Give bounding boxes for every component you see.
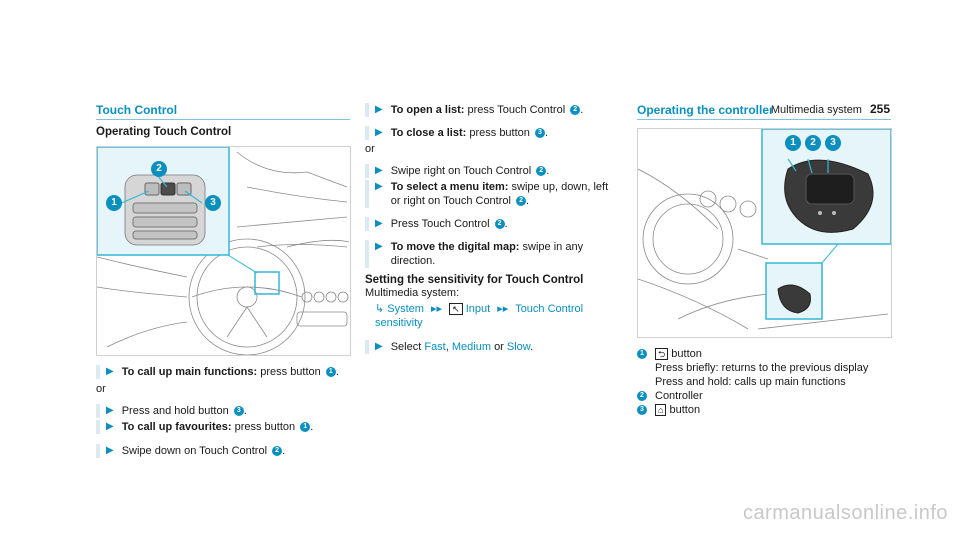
ref-badge: 3 [637, 405, 647, 415]
sensitivity-intro: Multimedia system: [365, 287, 460, 299]
menu-path: ↳ System ▸▸ ↖ Input ▸▸ Touch Control sen… [365, 302, 615, 330]
legend-line: Press and hold: calls up main functions [655, 376, 846, 388]
step-close-list: ▶ To close a list: press button 3. [365, 126, 615, 140]
ref-badge: 1 [325, 367, 336, 378]
step-swipe-down: ▶ Swipe down on Touch Control 2. [96, 444, 356, 458]
ref-badge: 1 [637, 349, 647, 359]
section-name: Multimedia system [770, 104, 862, 116]
arrow-icon: ▶ [375, 218, 383, 229]
home-icon: ⌂ [655, 404, 667, 417]
middle-instructions: ▶ To open a list: press Touch Control 2.… [365, 103, 615, 354]
legend-item-home: 3 ⌂ button [637, 403, 897, 417]
page-header: Multimedia system 255 [771, 102, 890, 116]
step-favourites: ▶ To call up favourites: press button 1. [96, 420, 356, 434]
step-press-touch-control: ▶ Press Touch Control 2. [365, 217, 615, 231]
sensitivity-title: Setting the sensitivity for Touch Contro… [365, 274, 584, 286]
arrow-icon: ▶ [375, 181, 383, 192]
input-icon: ↖ [449, 303, 463, 316]
ref-badge: 2 [637, 391, 647, 401]
section-title-controller: Operating the controller [637, 103, 774, 117]
path-touch-sensitivity[interactable]: Touch Control sensitivity [375, 303, 584, 329]
step-main-functions: ▶ To call up main functions: press butto… [96, 365, 356, 379]
controller-legend: 1 ⮌ button Press briefly: returns to the… [637, 347, 897, 417]
step-press-hold: ▶ Press and hold button 3. [96, 404, 356, 418]
arrow-icon: ▶ [375, 165, 383, 176]
touch-control-figure: 1 2 3 [96, 146, 351, 356]
figure-badge-1: 1 [785, 135, 801, 151]
step-open-list: ▶ To open a list: press Touch Control 2. [365, 103, 615, 117]
cockpit-illustration [97, 147, 350, 355]
arrow-icon: ▶ [106, 405, 114, 416]
arrow-icon: ▶ [375, 241, 383, 252]
option-slow[interactable]: Slow [506, 341, 531, 353]
path-separator-icon: ▸▸ [431, 303, 443, 315]
figure-badge-3: 3 [825, 135, 841, 151]
legend-item-back: 1 ⮌ button Press briefly: returns to the… [637, 347, 897, 389]
figure-badge-3: 3 [205, 195, 221, 211]
ref-badge: 2 [494, 219, 505, 230]
arrow-icon: ▶ [375, 341, 383, 352]
arrow-icon: ▶ [106, 445, 114, 456]
watermark: carmanualsonline.info [742, 502, 948, 524]
section-title-touch-control: Touch Control [96, 103, 178, 117]
subsection-title: Operating Touch Control [96, 126, 232, 138]
path-system[interactable]: System [387, 303, 424, 315]
arrow-icon: ▶ [375, 104, 383, 115]
ref-badge: 2 [536, 166, 547, 177]
path-input[interactable]: Input [465, 303, 491, 315]
ref-badge: 2 [272, 446, 283, 457]
figure-badge-2: 2 [151, 161, 167, 177]
ref-badge: 1 [300, 422, 311, 433]
section-rule [637, 119, 891, 120]
ref-badge: 2 [570, 105, 581, 116]
ref-badge: 2 [516, 196, 527, 207]
or-text: or [365, 143, 375, 155]
back-icon: ⮌ [655, 348, 669, 361]
arrow-icon: ▶ [106, 366, 114, 377]
controller-illustration [638, 129, 891, 330]
path-separator-icon: ▸▸ [497, 303, 509, 315]
page-number: 255 [869, 102, 890, 116]
option-medium[interactable]: Medium [451, 341, 491, 353]
section-rule [96, 119, 350, 120]
step-swipe-right: ▶ Swipe right on Touch Control 2. [365, 164, 615, 178]
or-text: or [96, 383, 106, 395]
left-instructions: ▶ To call up main functions: press butto… [96, 365, 356, 458]
path-start-icon: ↳ [375, 303, 385, 315]
controller-figure: 1 2 3 [637, 128, 892, 338]
legend-line: Press briefly: returns to the previous d… [655, 362, 869, 374]
figure-badge-2: 2 [805, 135, 821, 151]
option-fast[interactable]: Fast [424, 341, 446, 353]
step-select-sensitivity: ▶ Select Fast, Medium or Slow. [365, 340, 615, 354]
ref-badge: 3 [233, 406, 244, 417]
step-select-menu-item: ▶ To select a menu item: swipe up, down,… [365, 180, 615, 208]
legend-item-controller: 2 Controller [637, 389, 897, 403]
figure-badge-1: 1 [106, 195, 122, 211]
ref-badge: 3 [534, 128, 545, 139]
arrow-icon: ▶ [106, 421, 114, 432]
step-move-map: ▶ To move the digital map: swipe in any … [365, 240, 615, 268]
arrow-icon: ▶ [375, 127, 383, 138]
